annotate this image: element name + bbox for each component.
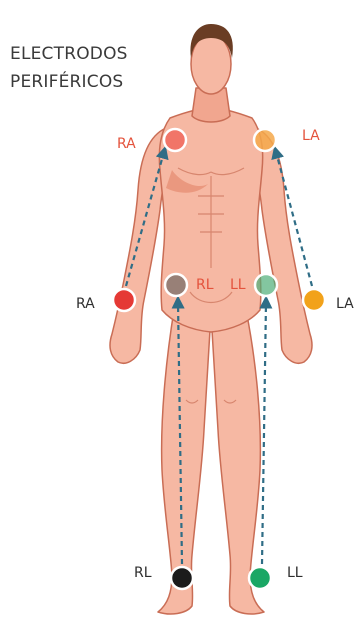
electrode-ra-shoulder — [164, 129, 186, 151]
label-ll-hip: LL — [230, 277, 246, 293]
arrow-ll-ankle-to-hip — [262, 302, 266, 564]
label-ll-ankle: LL — [287, 565, 303, 581]
label-la-wrist: LA — [336, 296, 354, 312]
electrode-ra-wrist — [113, 289, 135, 311]
label-la-shoulder: LA — [302, 128, 320, 144]
electrode-la-wrist — [303, 289, 325, 311]
title-line-2: PERIFÉRICOS — [10, 68, 160, 96]
label-ra-shoulder: RA — [117, 136, 136, 152]
electrode-rl-ankle — [171, 567, 193, 589]
title-line-1: ELECTRODOS — [10, 40, 160, 68]
human-body — [110, 34, 312, 614]
label-ra-wrist: RA — [76, 296, 95, 312]
electrode-ll-ankle — [249, 567, 271, 589]
label-rl-hip: RL — [196, 277, 214, 293]
electrode-rl-hip — [165, 274, 187, 296]
diagram-title: ELECTRODOS PERIFÉRICOS — [10, 40, 160, 96]
electrode-ll-hip — [255, 274, 277, 296]
electrode-la-shoulder — [254, 129, 276, 151]
label-rl-ankle: RL — [134, 565, 152, 581]
